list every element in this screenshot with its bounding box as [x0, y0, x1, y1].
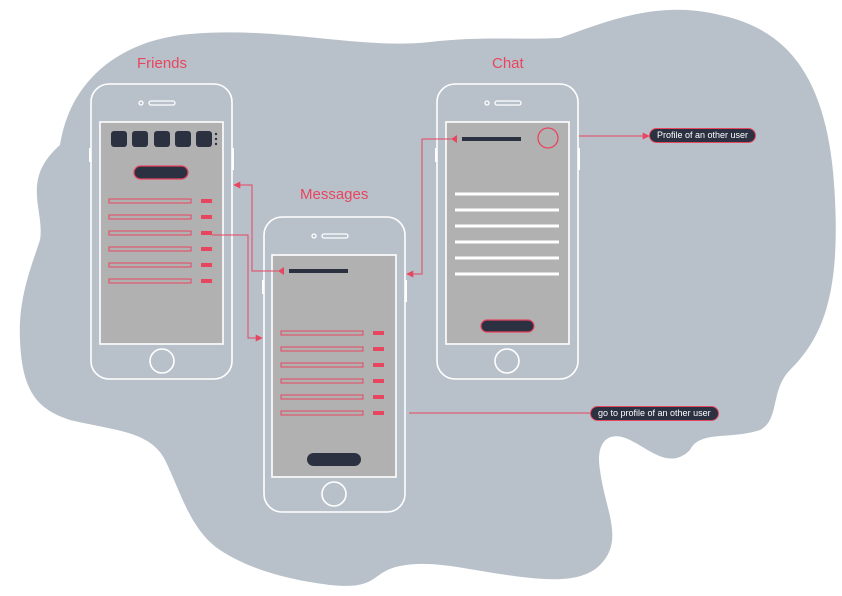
friend-row-badge [201, 247, 212, 251]
chat-messages [455, 192, 559, 276]
camera-dot [311, 233, 317, 239]
friend-row[interactable] [108, 278, 192, 284]
friend-row[interactable] [108, 262, 192, 268]
speaker-slot [494, 100, 522, 106]
friend-avatar[interactable] [154, 131, 170, 147]
messages-title: Messages [300, 186, 369, 203]
chat-title: Chat [492, 55, 524, 72]
go-profile-annotation: go to profile of an other user [590, 406, 719, 421]
friend-avatar[interactable] [175, 131, 191, 147]
avatar-circle-icon[interactable] [537, 127, 559, 149]
friend-avatar[interactable] [132, 131, 148, 147]
profile-annotation: Profile of an other user [649, 128, 757, 143]
chat-send-button[interactable] [480, 319, 535, 333]
messages-action-button[interactable] [307, 453, 361, 466]
message-row[interactable] [280, 362, 364, 368]
friends-list [108, 198, 212, 284]
speaker-slot [321, 233, 349, 239]
message-row[interactable] [280, 330, 364, 336]
friends-action-button[interactable] [133, 165, 189, 180]
friend-row[interactable] [108, 246, 192, 252]
home-button-icon[interactable] [494, 348, 520, 374]
messages-header-bar [289, 269, 348, 273]
friend-row-badge [201, 199, 212, 203]
flow-connectors [212, 132, 650, 414]
friends-title: Friends [137, 55, 188, 72]
friends-phone [89, 83, 234, 380]
connector-chat-to-messages [406, 138, 451, 278]
message-row[interactable] [280, 378, 364, 384]
friend-row-badge [201, 215, 212, 219]
camera-dot [484, 100, 490, 106]
back-arrow-icon[interactable] [278, 267, 284, 275]
messages-list [280, 330, 384, 416]
friends-avatar-row [111, 131, 212, 147]
friend-avatar[interactable] [111, 131, 127, 147]
message-row-badge [373, 363, 384, 367]
connector-messages-to-friends [233, 181, 278, 272]
message-row[interactable] [280, 346, 364, 352]
chat-header-bar [462, 137, 521, 141]
message-row-badge [373, 331, 384, 335]
chat-phone [435, 83, 580, 380]
home-button-icon[interactable] [321, 481, 347, 507]
connector-friends-to-messages [212, 234, 263, 342]
message-row-badge [373, 379, 384, 383]
home-button-icon[interactable] [149, 348, 175, 374]
message-row[interactable] [280, 394, 364, 400]
friend-row-badge [201, 279, 212, 283]
friend-row[interactable] [108, 198, 192, 204]
friend-row[interactable] [108, 230, 192, 236]
friend-row-badge [201, 263, 212, 267]
friend-row[interactable] [108, 214, 192, 220]
back-arrow-icon[interactable] [451, 135, 457, 143]
more-dots-icon[interactable] [214, 132, 218, 146]
friend-avatar[interactable] [196, 131, 212, 147]
messages-phone [262, 216, 407, 513]
friend-row-badge [201, 231, 212, 235]
camera-dot [138, 100, 144, 106]
message-row-badge [373, 395, 384, 399]
chat-screen [445, 121, 570, 345]
message-row-badge [373, 347, 384, 351]
message-row-badge [373, 411, 384, 415]
message-row[interactable] [280, 410, 364, 416]
speaker-slot [148, 100, 176, 106]
